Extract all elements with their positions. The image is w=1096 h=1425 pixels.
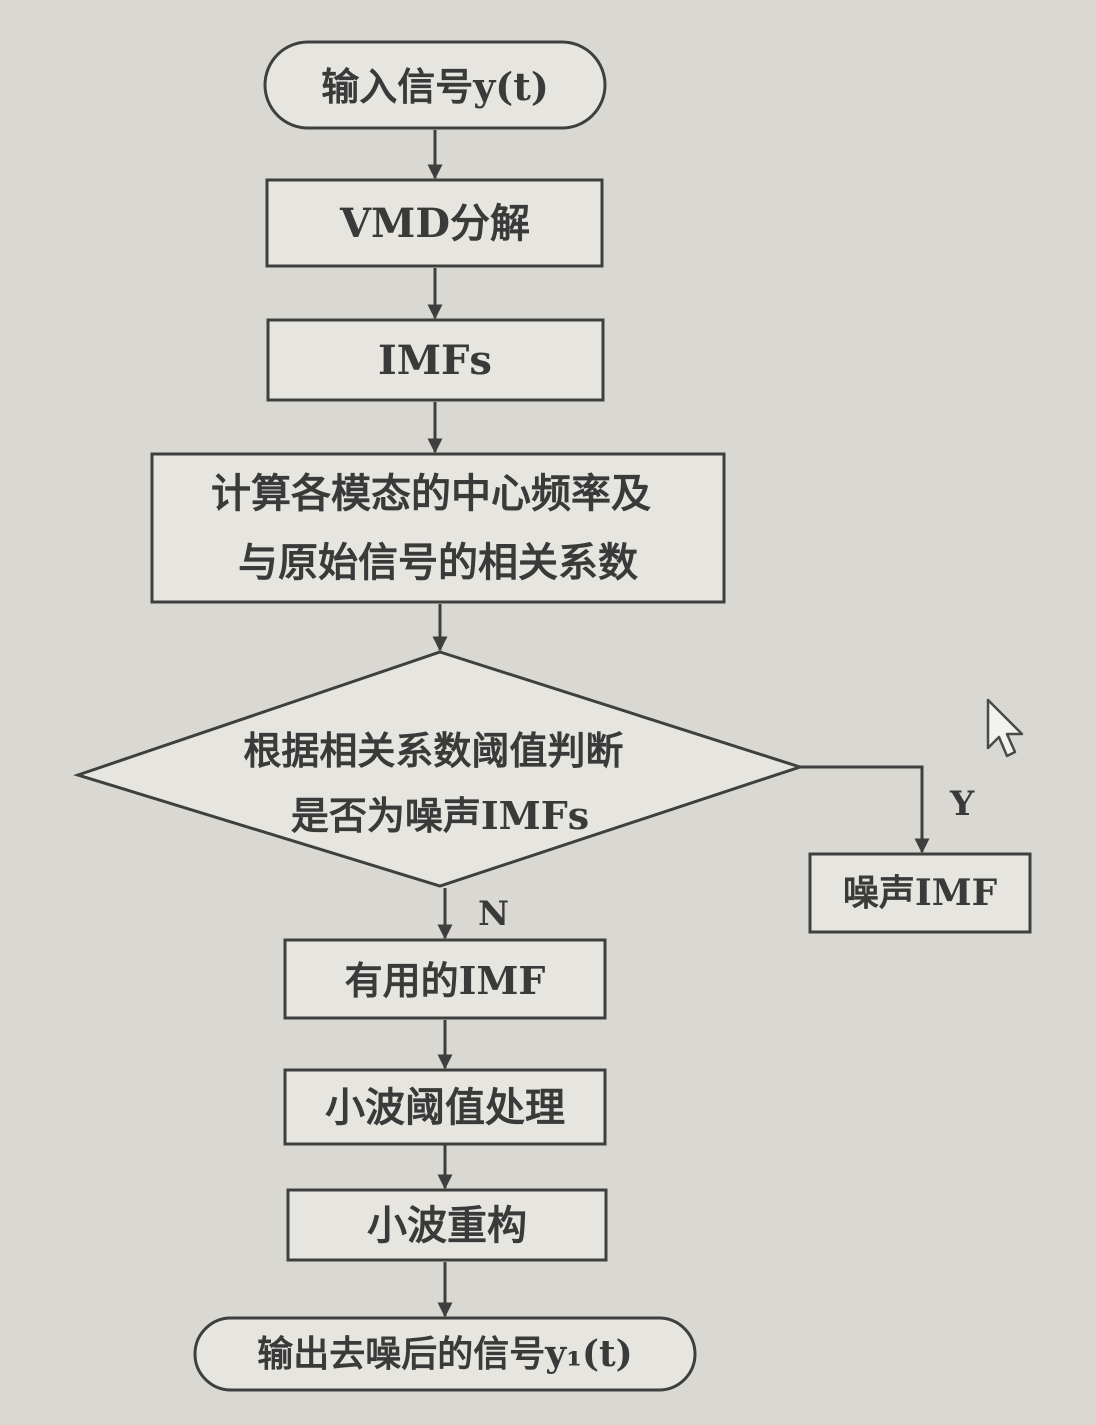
mouse-pointer-icon [986,698,1024,758]
edge-label-no: N [478,894,509,934]
edges [427,130,930,1318]
node-start-label: 输入信号y(t) [321,64,549,109]
node-wavelet-threshold-label: 小波阈值处理 [325,1084,565,1131]
node-compute-shape [150,452,726,604]
node-vmd-shape [265,178,604,268]
edge-decision-noise [800,765,930,854]
node-compute-label: 计算各模态的中心频率及 与原始信号的相关系数 [211,470,665,586]
node-noise-label: 噪声IMF [843,872,998,914]
node-wavelet-recon-label: 小波重构 [367,1202,527,1249]
node-noise-shape [808,852,1032,934]
node-start-shape [263,40,607,130]
node-imfs-shape [266,318,605,402]
node-wavelet-threshold-shape [283,1068,607,1146]
node-useful-shape [283,938,607,1020]
node-decision-shape [73,650,805,888]
node-end-label: 输出去噪后的信号y₁(t) [257,1333,632,1375]
node-wavelet-recon-shape [286,1188,608,1262]
node-vmd-label: VMD分解 [339,200,530,247]
node-useful-label: 有用的IMF [345,958,546,1003]
node-imfs-label: IMFs [378,337,492,384]
node-end-shape [193,1316,697,1392]
edge-label-yes: Y [949,784,975,824]
node-decision-label: 根据相关系数阈值判断 是否为噪声IMFs [243,728,636,838]
